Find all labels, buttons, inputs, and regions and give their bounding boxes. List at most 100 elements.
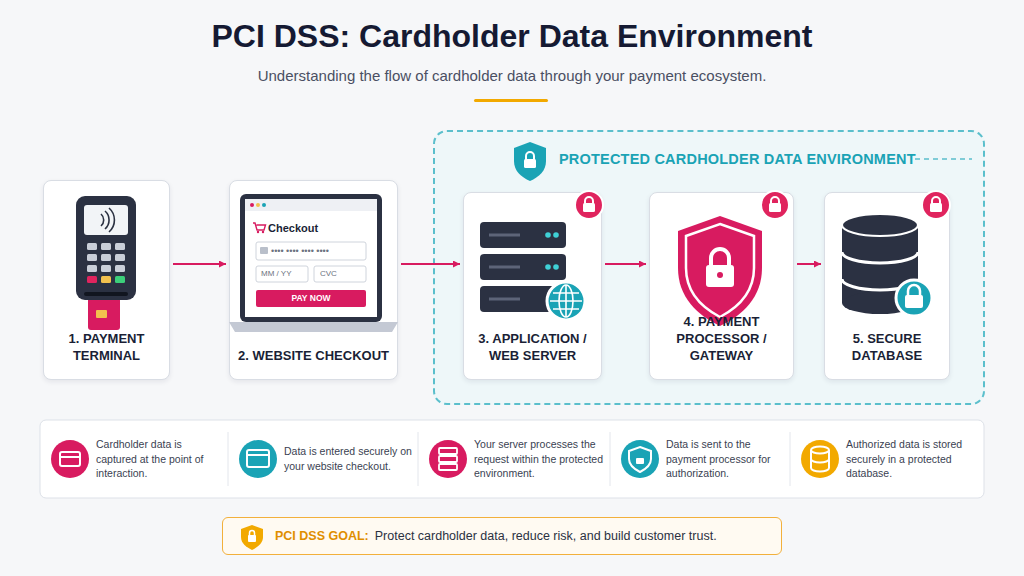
description-band-part	[811, 447, 829, 454]
lock-badge-part-part	[932, 197, 940, 204]
database-icon-part	[905, 295, 923, 308]
payment-terminal-icon-part-part	[115, 243, 125, 250]
description-band-part	[40, 420, 984, 498]
server-box: 3. APPLICATION / WEB SERVER	[463, 192, 602, 380]
step-description: Your server processes the request within…	[474, 428, 604, 490]
payment-terminal-icon-part-part	[101, 265, 111, 272]
payment-terminal-icon-part-part	[115, 265, 125, 272]
goal-shield-icon-part	[250, 531, 255, 537]
server-icon	[480, 222, 585, 320]
flow-arrow	[401, 263, 460, 265]
description-band-part	[636, 458, 644, 464]
flow-arrow	[797, 263, 821, 265]
payment-terminal-icon-part	[84, 205, 128, 235]
server-icon-part	[480, 254, 566, 280]
description-band-part	[439, 448, 457, 454]
laptop-checkout-icon-part	[256, 266, 308, 282]
title-underline	[474, 99, 548, 102]
region-shield-icon-part	[524, 159, 536, 168]
lock-badge-part	[922, 191, 950, 219]
server-icon-part	[545, 264, 551, 270]
description-band-part	[247, 454, 269, 456]
database-icon-part	[842, 214, 918, 236]
description-text: Data is entered securely on your website…	[284, 444, 412, 473]
lock-badge-part-part	[761, 191, 789, 219]
diagram-title: PCI DSS: Cardholder Data Environment	[0, 18, 1024, 55]
description-band-part	[429, 440, 467, 478]
step-description: Authorized data is stored securely in a …	[846, 428, 978, 490]
cvc-field: CVC	[320, 269, 337, 278]
database-icon-part	[842, 225, 918, 303]
laptop-checkout-icon-part	[262, 203, 266, 207]
database-icon-part	[896, 280, 932, 316]
gateway-shield-icon-part	[686, 224, 754, 317]
gateway-shield-icon-part	[711, 249, 729, 266]
lock-badge-part-part	[771, 197, 779, 204]
database-box: 5. SECURE DATABASE	[824, 192, 950, 380]
payment-terminal-icon-part-part	[87, 254, 97, 261]
laptop-checkout-icon-part	[262, 231, 264, 233]
box-label: 2. WEBSITE CHECKOUT	[238, 348, 389, 365]
database-icon	[842, 214, 932, 316]
payment-terminal-icon-part	[96, 310, 107, 318]
goal-text: Protect cardholder data, reduce risk, an…	[375, 529, 717, 543]
database-icon-part	[842, 252, 918, 290]
server-icon-part	[559, 285, 573, 317]
region-shield-icon-part	[514, 142, 546, 181]
laptop-checkout-icon-part	[256, 203, 260, 207]
laptop-checkout-icon-part	[245, 199, 377, 211]
payment-terminal-icon-part	[87, 243, 125, 283]
lock-badge-part	[575, 191, 603, 219]
description-band-part	[51, 440, 89, 478]
description-band-part	[439, 456, 457, 462]
payment-terminal-icon-part	[84, 292, 128, 296]
step-description: Cardholder data is captured at the point…	[96, 428, 222, 490]
region-title: PROTECTED CARDHOLDER DATA ENVIRONMENT	[559, 151, 983, 167]
description-band-part	[629, 447, 651, 472]
database-icon-part	[842, 292, 918, 314]
server-icon-part	[545, 232, 551, 238]
flow-arrow	[173, 263, 226, 265]
laptop-checkout-icon-part	[314, 266, 366, 282]
payment-terminal-icon-part-part	[101, 276, 111, 283]
step-description: Data is entered securely on your website…	[284, 428, 412, 490]
description-band-part	[247, 450, 269, 467]
goal-shield-icon-part	[241, 525, 263, 550]
expiry-field: MM / YY	[261, 269, 292, 278]
gateway-shield-icon-part	[717, 272, 723, 278]
region-shield-icon	[514, 142, 546, 181]
payment-terminal-icon-part	[101, 208, 114, 232]
goal-box: PCI DSS GOAL:Protect cardholder data, re…	[222, 517, 782, 555]
pay-button-text: PAY NOW	[256, 293, 366, 303]
box-label: 5. SECURE DATABASE	[831, 331, 943, 365]
terminal-box: 1. PAYMENT TERMINAL	[43, 180, 170, 380]
lock-badge-part	[761, 191, 789, 219]
laptop-checkout-icon-part	[245, 199, 377, 317]
payment-terminal-icon	[76, 196, 136, 330]
laptop-checkout-icon-part	[256, 242, 366, 260]
payment-terminal-icon-part-part	[115, 276, 125, 283]
gateway-box: 4. PAYMENT PROCESSOR / GATEWAY	[649, 192, 794, 380]
description-text: Your server processes the request within…	[474, 437, 604, 481]
box-label: 3. APPLICATION / WEB SERVER	[470, 331, 595, 365]
lock-badge-part-part	[575, 191, 603, 219]
description-band-part	[621, 440, 659, 478]
region-header-dash	[915, 158, 972, 160]
description-text: Authorized data is stored securely in a …	[846, 437, 978, 481]
goal-shield-icon-part	[248, 535, 256, 542]
lock-badge-part-part	[769, 203, 781, 212]
description-band-part	[801, 440, 839, 478]
lock-badge-part-part	[930, 203, 942, 212]
laptop-checkout-icon-part	[260, 247, 268, 254]
screen-heading: Checkout	[268, 222, 318, 234]
checkout-box: 2. WEBSITE CHECKOUT	[229, 180, 398, 380]
step-description: Data is sent to the payment processor fo…	[666, 428, 784, 490]
payment-terminal-icon-part-part	[101, 254, 111, 261]
payment-terminal-icon-part-part	[87, 265, 97, 272]
server-icon-part	[550, 285, 582, 317]
box-label: 4. PAYMENT PROCESSOR / GATEWAY	[656, 314, 787, 365]
server-icon-part	[553, 232, 559, 238]
